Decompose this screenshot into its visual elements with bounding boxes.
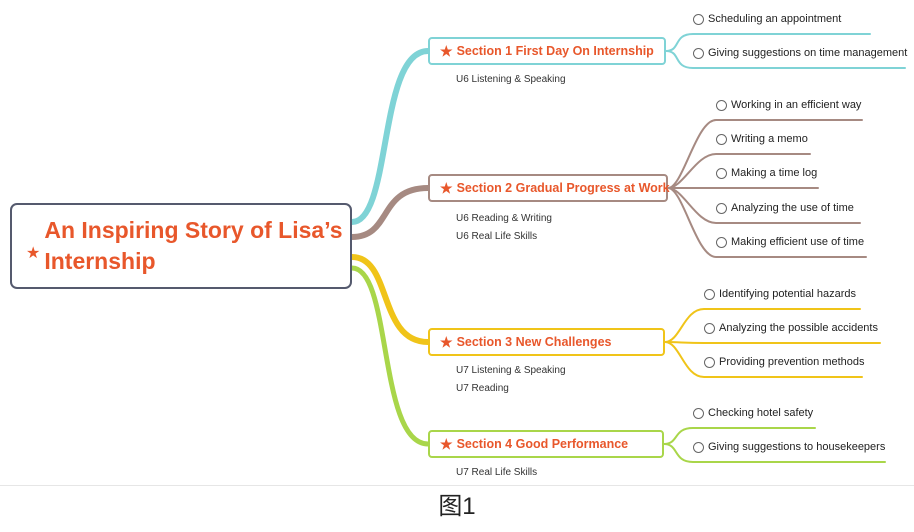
circle-icon bbox=[704, 322, 715, 334]
circle-icon bbox=[693, 47, 704, 59]
unit-label: U7 Listening & Speaking bbox=[456, 365, 566, 376]
circle-icon bbox=[716, 133, 727, 145]
connector-line bbox=[665, 50, 906, 69]
unit-label: U7 Real Life Skills bbox=[456, 467, 538, 478]
connector-line bbox=[664, 341, 881, 344]
connector-line bbox=[664, 341, 863, 378]
circle-icon bbox=[693, 13, 704, 25]
unit-label: U7 Reading bbox=[456, 383, 509, 394]
leaf-item: Identifying potential hazards bbox=[704, 288, 856, 300]
root-node: ★ An Inspiring Story of Lisa’s Internshi… bbox=[10, 203, 352, 289]
circle-icon bbox=[716, 167, 727, 179]
connector-line bbox=[349, 265, 431, 447]
leaf-item: Providing prevention methods bbox=[704, 356, 865, 368]
circle-icon bbox=[693, 407, 704, 419]
star-icon: ★ bbox=[440, 333, 453, 350]
section-label: Section 4 Good Performance bbox=[456, 437, 629, 451]
connector-line bbox=[349, 48, 431, 225]
unit-label: U6 Real Life Skills bbox=[456, 231, 538, 242]
star-icon: ★ bbox=[440, 435, 453, 452]
section-node-3: ★ Section 3 New Challenges bbox=[428, 328, 665, 356]
leaf-item: Checking hotel safety bbox=[693, 407, 813, 419]
connector-line bbox=[667, 187, 867, 258]
connector-line bbox=[663, 427, 816, 445]
star-icon: ★ bbox=[26, 245, 41, 262]
leaf-item: Making a time log bbox=[716, 167, 817, 179]
leaf-item: Analyzing the possible accidents bbox=[704, 322, 878, 334]
connector-line bbox=[349, 254, 431, 345]
star-icon: ★ bbox=[440, 179, 453, 196]
circle-icon bbox=[693, 441, 704, 453]
leaf-item: Analyzing the use of time bbox=[716, 202, 854, 214]
circle-icon bbox=[704, 356, 715, 368]
connector-line bbox=[667, 153, 811, 189]
star-icon: ★ bbox=[440, 42, 453, 59]
leaf-item: Working in an efficient way bbox=[716, 99, 861, 111]
unit-label: U6 Listening & Speaking bbox=[456, 74, 566, 85]
section-node-2: ★ Section 2 Gradual Progress at Work bbox=[428, 174, 670, 202]
section-node-1: ★ Section 1 First Day On Internship bbox=[428, 37, 666, 65]
circle-icon bbox=[716, 99, 727, 111]
connector-line bbox=[665, 33, 871, 52]
leaf-item: Giving suggestions to housekeepers bbox=[693, 441, 885, 453]
connector-line bbox=[667, 119, 863, 189]
connector-line bbox=[664, 308, 861, 343]
caption-divider bbox=[0, 485, 914, 486]
unit-label: U6 Reading & Writing bbox=[456, 213, 552, 224]
circle-icon bbox=[716, 236, 727, 248]
circle-icon bbox=[716, 202, 727, 214]
leaf-item: Writing a memo bbox=[716, 133, 808, 145]
leaf-item: Making efficient use of time bbox=[716, 236, 864, 248]
leaf-item: Scheduling an appointment bbox=[693, 13, 841, 25]
mindmap-connectors bbox=[349, 33, 906, 463]
connector-line bbox=[663, 443, 886, 463]
section-label: Section 3 New Challenges bbox=[456, 335, 612, 349]
section-label: Section 2 Gradual Progress at Work bbox=[456, 181, 670, 195]
connector-line bbox=[349, 185, 431, 240]
leaf-item: Giving suggestions on time management bbox=[693, 47, 907, 59]
section-label: Section 1 First Day On Internship bbox=[456, 44, 654, 58]
section-node-4: ★ Section 4 Good Performance bbox=[428, 430, 664, 458]
root-title: An Inspiring Story of Lisa’s Internship bbox=[44, 217, 343, 274]
figure-caption: 图1 bbox=[438, 493, 476, 520]
circle-icon bbox=[704, 288, 715, 300]
